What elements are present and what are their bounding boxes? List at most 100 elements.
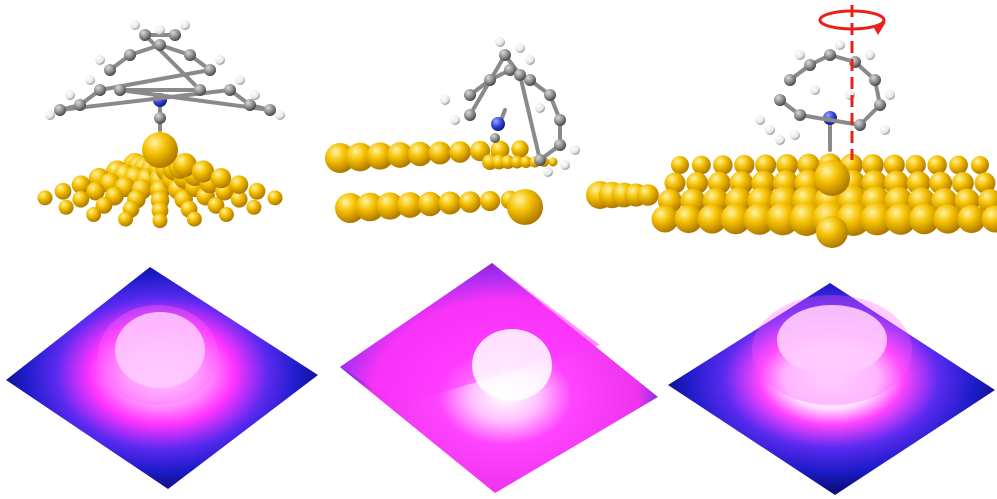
gold-atom	[520, 156, 532, 168]
gold-atom	[449, 141, 471, 163]
carbon-atom	[169, 29, 181, 41]
hydrogen-atom	[795, 50, 805, 60]
hydrogen-atom	[775, 135, 785, 145]
gold-atom	[479, 190, 501, 212]
gold-atom	[246, 199, 262, 215]
gold-adatom	[142, 132, 178, 168]
carbon-atom	[224, 84, 236, 96]
carbon-atom	[244, 99, 256, 111]
carbon-atom	[194, 84, 206, 96]
carbon-atom	[114, 84, 126, 96]
hydrogen-atom	[440, 95, 450, 105]
gold-atom	[248, 182, 266, 200]
gold-atom	[507, 189, 543, 225]
gold-atom	[230, 190, 248, 208]
carbon-atom	[184, 49, 196, 61]
hydrogen-atom	[495, 37, 505, 47]
gold-atom	[376, 192, 404, 220]
gold-atom	[883, 154, 905, 176]
gold-atom	[86, 207, 102, 223]
gold-atom	[797, 153, 820, 177]
hydrogen-atom	[275, 110, 285, 120]
carbon-atom	[554, 139, 566, 151]
gold-atom	[511, 140, 529, 158]
gold-atom	[671, 156, 689, 174]
gold-atom	[210, 167, 232, 189]
gold-atom	[229, 175, 249, 194]
gold-atom	[267, 190, 283, 206]
hydrogen-atom	[515, 43, 525, 53]
gold-atom	[776, 154, 799, 176]
gold-atom	[637, 184, 659, 206]
hydrogen-atom	[570, 145, 580, 155]
hydrogen-atom	[755, 115, 765, 125]
carbon-atom	[204, 64, 216, 76]
gold-atom	[860, 202, 894, 236]
gold-atom	[172, 152, 197, 177]
hydrogen-atom	[790, 130, 800, 140]
carbon-atom	[774, 94, 786, 106]
gold-atom	[755, 154, 777, 176]
gold-atom	[95, 196, 113, 214]
gold-atom	[957, 204, 986, 234]
gold-atom	[71, 175, 91, 194]
surface-maps-row	[0, 255, 997, 499]
carbon-atom	[804, 59, 816, 71]
rotation-arrow-icon	[818, 9, 886, 31]
hydrogen-atom	[235, 75, 245, 85]
carbon-atom	[124, 49, 136, 61]
gold-atom	[417, 191, 443, 217]
gold-atom	[713, 155, 733, 175]
gold-atom	[438, 191, 462, 215]
gold-atom	[490, 140, 510, 160]
gold-atom	[207, 196, 225, 214]
carbon-atom	[794, 109, 806, 121]
carbon-atom	[94, 84, 106, 96]
hydrogen-atom	[560, 160, 570, 170]
carbon-atom	[464, 89, 476, 101]
gold-atom	[697, 204, 727, 234]
gold-atom	[459, 191, 481, 213]
bond	[518, 73, 542, 162]
carbon-atom	[554, 114, 566, 126]
carbon-atom	[104, 64, 116, 76]
bond	[798, 113, 862, 127]
gold-atom	[152, 213, 168, 229]
gold-atom	[816, 216, 848, 248]
gold-atom	[58, 199, 74, 215]
gold-atom	[686, 172, 709, 194]
carbon-atom	[869, 74, 881, 86]
carbon-atom	[464, 109, 476, 121]
hydrogen-atom	[765, 125, 775, 135]
carbon-atom	[499, 49, 511, 61]
gold-atom	[981, 205, 997, 233]
hydrogen-atom	[810, 85, 820, 95]
molecular-models-row	[37, 5, 997, 248]
gold-atom	[743, 203, 776, 235]
gold-atom	[720, 203, 751, 235]
surface-map-right	[668, 283, 995, 495]
gold-atom	[186, 211, 202, 227]
carbon-atom	[139, 29, 151, 41]
gold-atom	[905, 154, 926, 176]
gold-atom	[664, 172, 686, 194]
carbon-atom	[154, 39, 166, 51]
gold-atom	[191, 160, 215, 183]
carbon-atom	[74, 99, 86, 111]
hydrogen-atom	[865, 50, 875, 60]
hydrogen-atom	[85, 75, 95, 85]
gold-atom	[651, 205, 679, 233]
molecular-models-canvas	[37, 5, 997, 248]
carbon-atom	[534, 154, 546, 166]
gold-atom	[218, 207, 234, 223]
carbon-atom	[524, 74, 536, 86]
gold-atom	[86, 181, 105, 201]
hydrogen-atom	[250, 90, 260, 100]
gold-atom	[387, 142, 413, 168]
gold-atom	[366, 142, 394, 170]
gold-atom	[72, 190, 90, 208]
carbon-atom	[484, 74, 496, 86]
gold-atom	[118, 211, 134, 227]
gold-adatom	[814, 160, 850, 196]
molecule-panel-middle	[325, 37, 659, 225]
